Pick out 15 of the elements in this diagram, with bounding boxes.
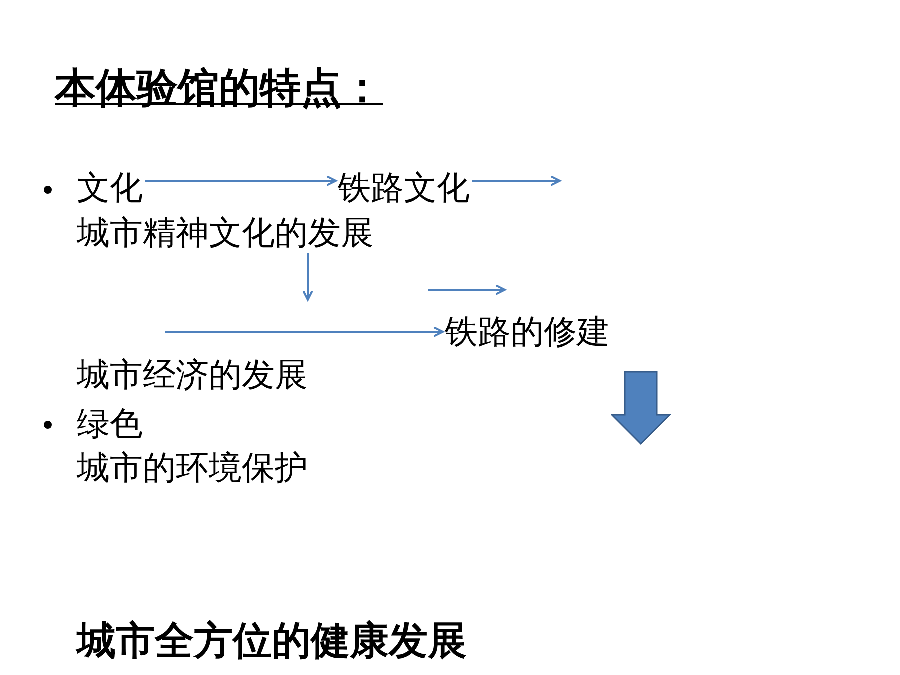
conclusion-text: 城市全方位的健康发展 <box>77 620 467 663</box>
step-label: 铁路的修建 <box>445 314 610 350</box>
step-label: 绿色 <box>77 406 143 442</box>
slide-title: 本体验馆的特点： <box>55 66 383 112</box>
step-label: 文化 <box>77 170 143 206</box>
arrow <box>428 285 506 295</box>
step-label: 城市精神文化的发展 <box>77 215 374 252</box>
step-label: 城市经济的发展 <box>77 357 308 394</box>
arrow <box>165 327 444 337</box>
arrow <box>472 176 561 186</box>
block-arrow <box>611 371 671 445</box>
arrow <box>303 253 313 301</box>
step-label: 城市的环境保护 <box>77 450 308 486</box>
step-label: 铁路文化 <box>338 170 470 206</box>
arrow <box>145 176 337 186</box>
